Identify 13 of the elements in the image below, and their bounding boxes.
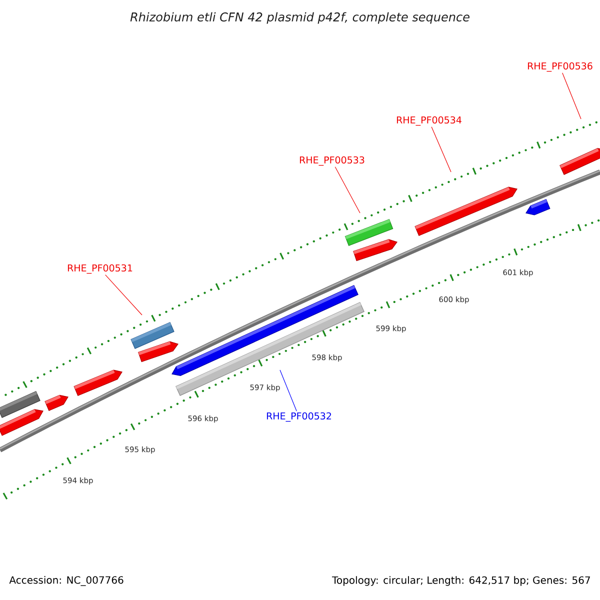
leader-line (562, 72, 582, 120)
gene-label: RHE_PF00531 (68, 264, 132, 274)
footer-text: Accession: NC_007766 (9, 576, 124, 586)
title: Rhizobium etli CFN 42 plasmid p42f, complete sequence (130, 12, 470, 24)
gene-label: RHE_PF00532 (266, 412, 331, 422)
leader-line (105, 274, 142, 316)
gene-label: RHE_PF00536 (528, 62, 592, 72)
leader-line (334, 166, 360, 214)
leader-line (431, 126, 452, 172)
footer-text: Topology: circular; Length: 642,517 bp; Genes: 567 (332, 576, 590, 586)
leader-line (280, 370, 297, 412)
gene-label: RHE_PF00533 (300, 156, 364, 166)
gene-label: RHE_PF00534 (396, 116, 462, 126)
